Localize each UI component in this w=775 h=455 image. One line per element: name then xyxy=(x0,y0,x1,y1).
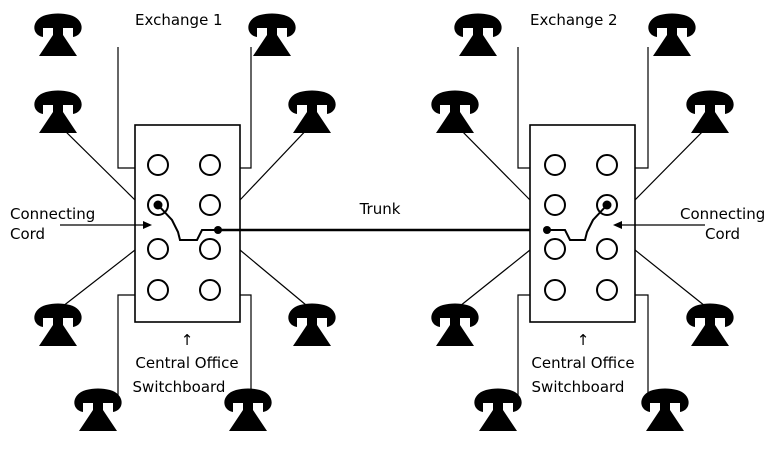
connecting-cord-label-line2: Cord xyxy=(705,225,740,243)
connecting-cord-label-line1: Connecting xyxy=(10,205,95,223)
telephone-icon xyxy=(34,13,82,56)
jack xyxy=(544,279,566,301)
switchboard-label-line2: Switchboard xyxy=(133,378,226,396)
telephone-icon xyxy=(34,303,82,346)
jack xyxy=(596,238,618,260)
exchange-title: Exchange 1 xyxy=(135,11,223,29)
telephone-icon xyxy=(224,388,272,431)
line-phone-5 xyxy=(454,249,531,311)
jack xyxy=(544,154,566,176)
telephone-icon xyxy=(74,388,122,431)
line-phone-2 xyxy=(635,47,649,169)
connecting-cord-label-line1: Connecting xyxy=(680,205,765,223)
telephone-icon xyxy=(686,303,734,346)
jack xyxy=(596,279,618,301)
connecting-cord-2 xyxy=(547,204,608,241)
connecting-cord-label-line2: Cord xyxy=(10,225,45,243)
line-phone-5 xyxy=(57,249,136,311)
exchange-title: Exchange 2 xyxy=(530,11,618,29)
line-phone-4 xyxy=(634,123,711,201)
switchboard-arrow: ↑ xyxy=(181,331,194,349)
telephone-icon xyxy=(288,90,336,133)
jack xyxy=(147,279,169,301)
line-phone-1 xyxy=(517,47,530,169)
trunk-label: Trunk xyxy=(359,200,401,218)
connecting-cord-1 xyxy=(157,204,218,241)
jack xyxy=(147,238,169,260)
telephone-icon xyxy=(686,90,734,133)
subscriber-lines xyxy=(57,47,313,395)
line-phone-6 xyxy=(634,249,711,311)
connecting-cord-arrowhead xyxy=(143,221,152,229)
switchboard-label-line1: Central Office xyxy=(135,354,238,372)
telephone-icon xyxy=(431,90,479,133)
jack xyxy=(544,238,566,260)
subscriber-lines xyxy=(454,47,711,395)
telephone-icon xyxy=(431,303,479,346)
telephone-icon xyxy=(248,13,296,56)
line-phone-1 xyxy=(117,47,135,169)
line-phone-4 xyxy=(239,123,313,201)
line-phone-7 xyxy=(517,294,530,395)
line-phone-2 xyxy=(240,47,252,169)
trunk-junction-dot xyxy=(543,226,551,234)
jacks xyxy=(544,154,618,301)
jack xyxy=(199,194,221,216)
exchange-2: Connecting Cord Exchange 2 ↑ Central Off… xyxy=(431,11,765,431)
line-phone-6 xyxy=(239,249,313,311)
line-phone-7 xyxy=(117,294,135,395)
jack xyxy=(199,279,221,301)
telephone-icon xyxy=(34,90,82,133)
jack xyxy=(199,154,221,176)
line-phone-8 xyxy=(635,294,649,395)
telephone-icon xyxy=(454,13,502,56)
jack xyxy=(199,238,221,260)
telephone-icon xyxy=(648,13,696,56)
exchange-1: Connecting Cord Exchange 1 ↑ Central Off… xyxy=(10,11,336,431)
switchboard-label-line1: Central Office xyxy=(531,354,634,372)
line-phone-8 xyxy=(240,294,252,395)
line-phone-3 xyxy=(454,123,531,201)
line-phone-3 xyxy=(57,123,136,201)
jack xyxy=(596,154,618,176)
switchboard-label-line2: Switchboard xyxy=(532,378,625,396)
telephone-icon xyxy=(288,303,336,346)
telephone-icon xyxy=(474,388,522,431)
jack xyxy=(544,194,566,216)
jack xyxy=(147,154,169,176)
telephone-icon xyxy=(641,388,689,431)
connecting-cord-arrowhead xyxy=(613,221,622,229)
switchboard-arrow: ↑ xyxy=(577,331,590,349)
